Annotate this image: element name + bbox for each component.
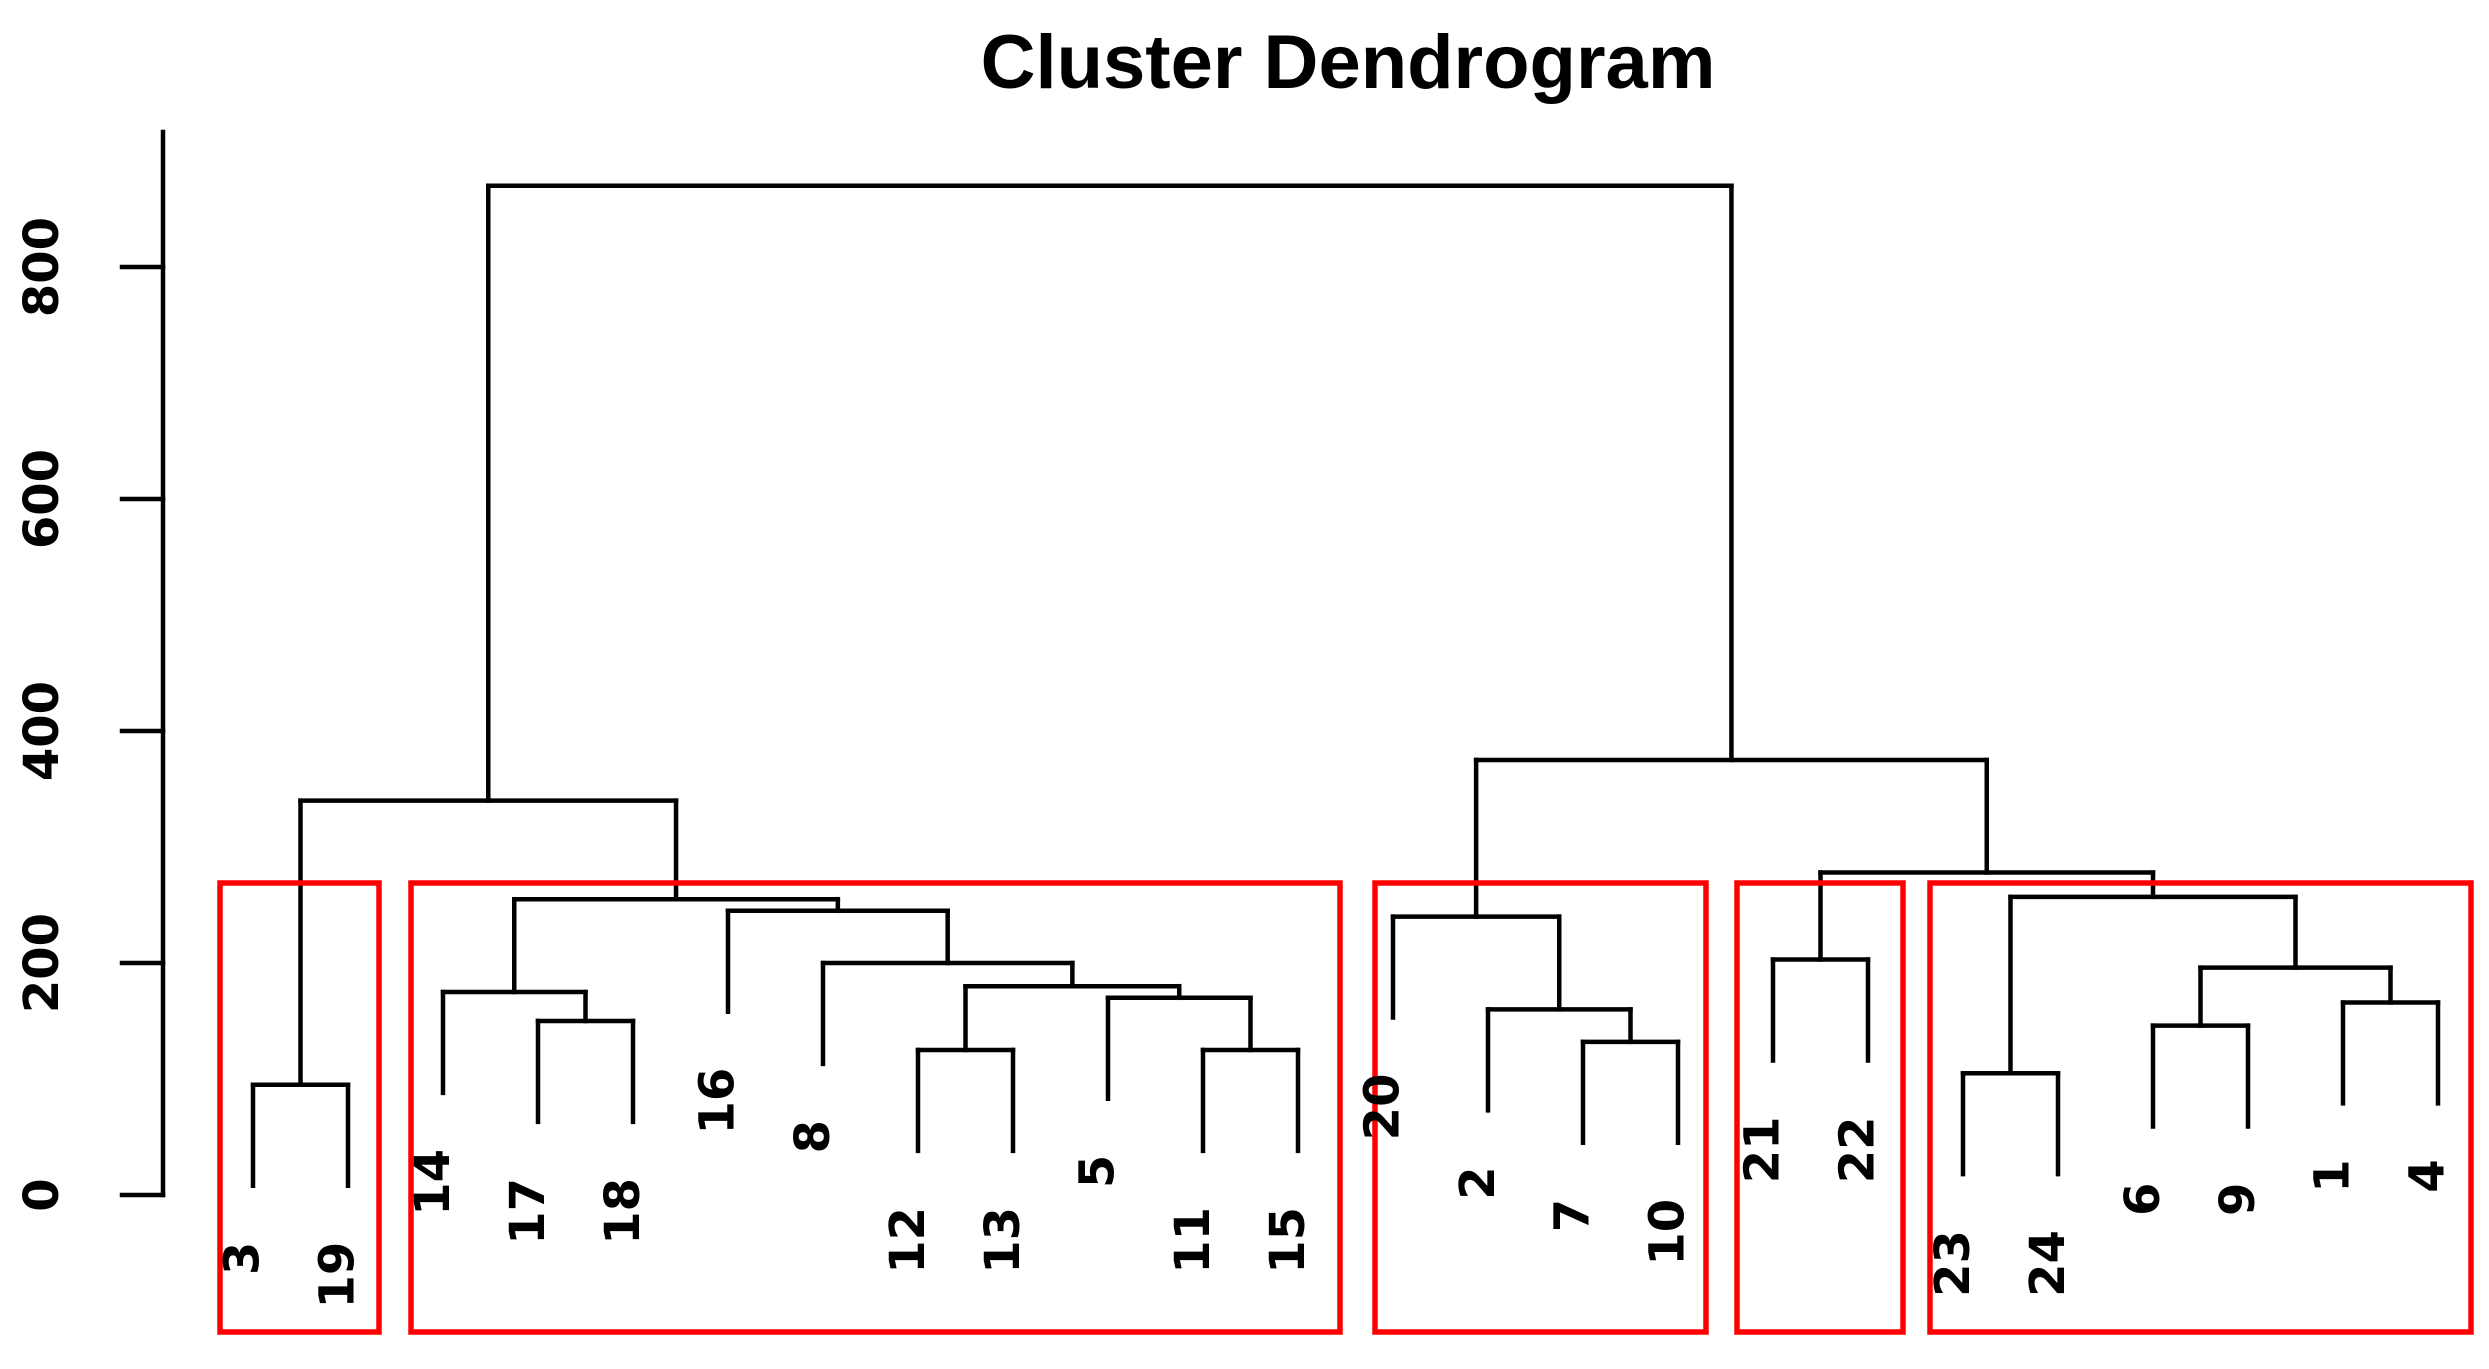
cluster-box-2 <box>408 880 1343 1335</box>
cluster-box-1 <box>217 880 382 1335</box>
leaf-label-3: 3 <box>215 1242 271 1275</box>
leaf-label-19: 19 <box>310 1242 366 1309</box>
leaf-label-18: 18 <box>595 1178 651 1245</box>
cluster-box-5 <box>1927 880 2474 1335</box>
leaf-label-14: 14 <box>405 1149 461 1216</box>
leaf-label-2: 2 <box>1450 1166 1506 1199</box>
leaf-label-15: 15 <box>1260 1207 1316 1274</box>
dendrogram-tree <box>250 183 2441 1188</box>
leaf-label-11: 11 <box>1165 1207 1221 1274</box>
leaf-label-16: 16 <box>690 1068 746 1135</box>
leaf-label-20: 20 <box>1355 1074 1411 1141</box>
y-axis-tick-label: 0 <box>14 1178 70 1211</box>
leaf-label-10: 10 <box>1640 1199 1696 1266</box>
y-axis-tick-label: 800 <box>14 217 70 317</box>
leaf-label-6: 6 <box>2115 1183 2171 1216</box>
leaf-label-12: 12 <box>880 1207 936 1274</box>
leaf-label-1: 1 <box>2305 1159 2361 1192</box>
chart-title: Cluster Dendrogram <box>981 20 1716 105</box>
leaf-label-23: 23 <box>1925 1230 1981 1297</box>
leaf-label-13: 13 <box>975 1207 1031 1274</box>
leaf-label-24: 24 <box>2020 1230 2076 1297</box>
y-axis: 0 200 400 600 800 <box>14 129 166 1212</box>
leaf-label-5: 5 <box>1070 1155 1126 1188</box>
y-axis-tick-label: 200 <box>14 913 70 1013</box>
leaf-label-21: 21 <box>1735 1116 1791 1183</box>
leaf-label-17: 17 <box>500 1178 556 1245</box>
leaf-label-4: 4 <box>2400 1159 2456 1192</box>
leaf-label-9: 9 <box>2210 1183 2266 1216</box>
cluster-box-4 <box>1734 880 1906 1335</box>
y-axis-tick-label: 600 <box>14 449 70 549</box>
leaf-label-8: 8 <box>785 1120 841 1153</box>
leaf-label-22: 22 <box>1830 1116 1886 1183</box>
cluster-box-3 <box>1372 880 1709 1335</box>
cluster-boxes <box>217 880 2474 1335</box>
y-axis-tick-label: 400 <box>14 681 70 781</box>
leaf-label-7: 7 <box>1545 1199 1601 1232</box>
